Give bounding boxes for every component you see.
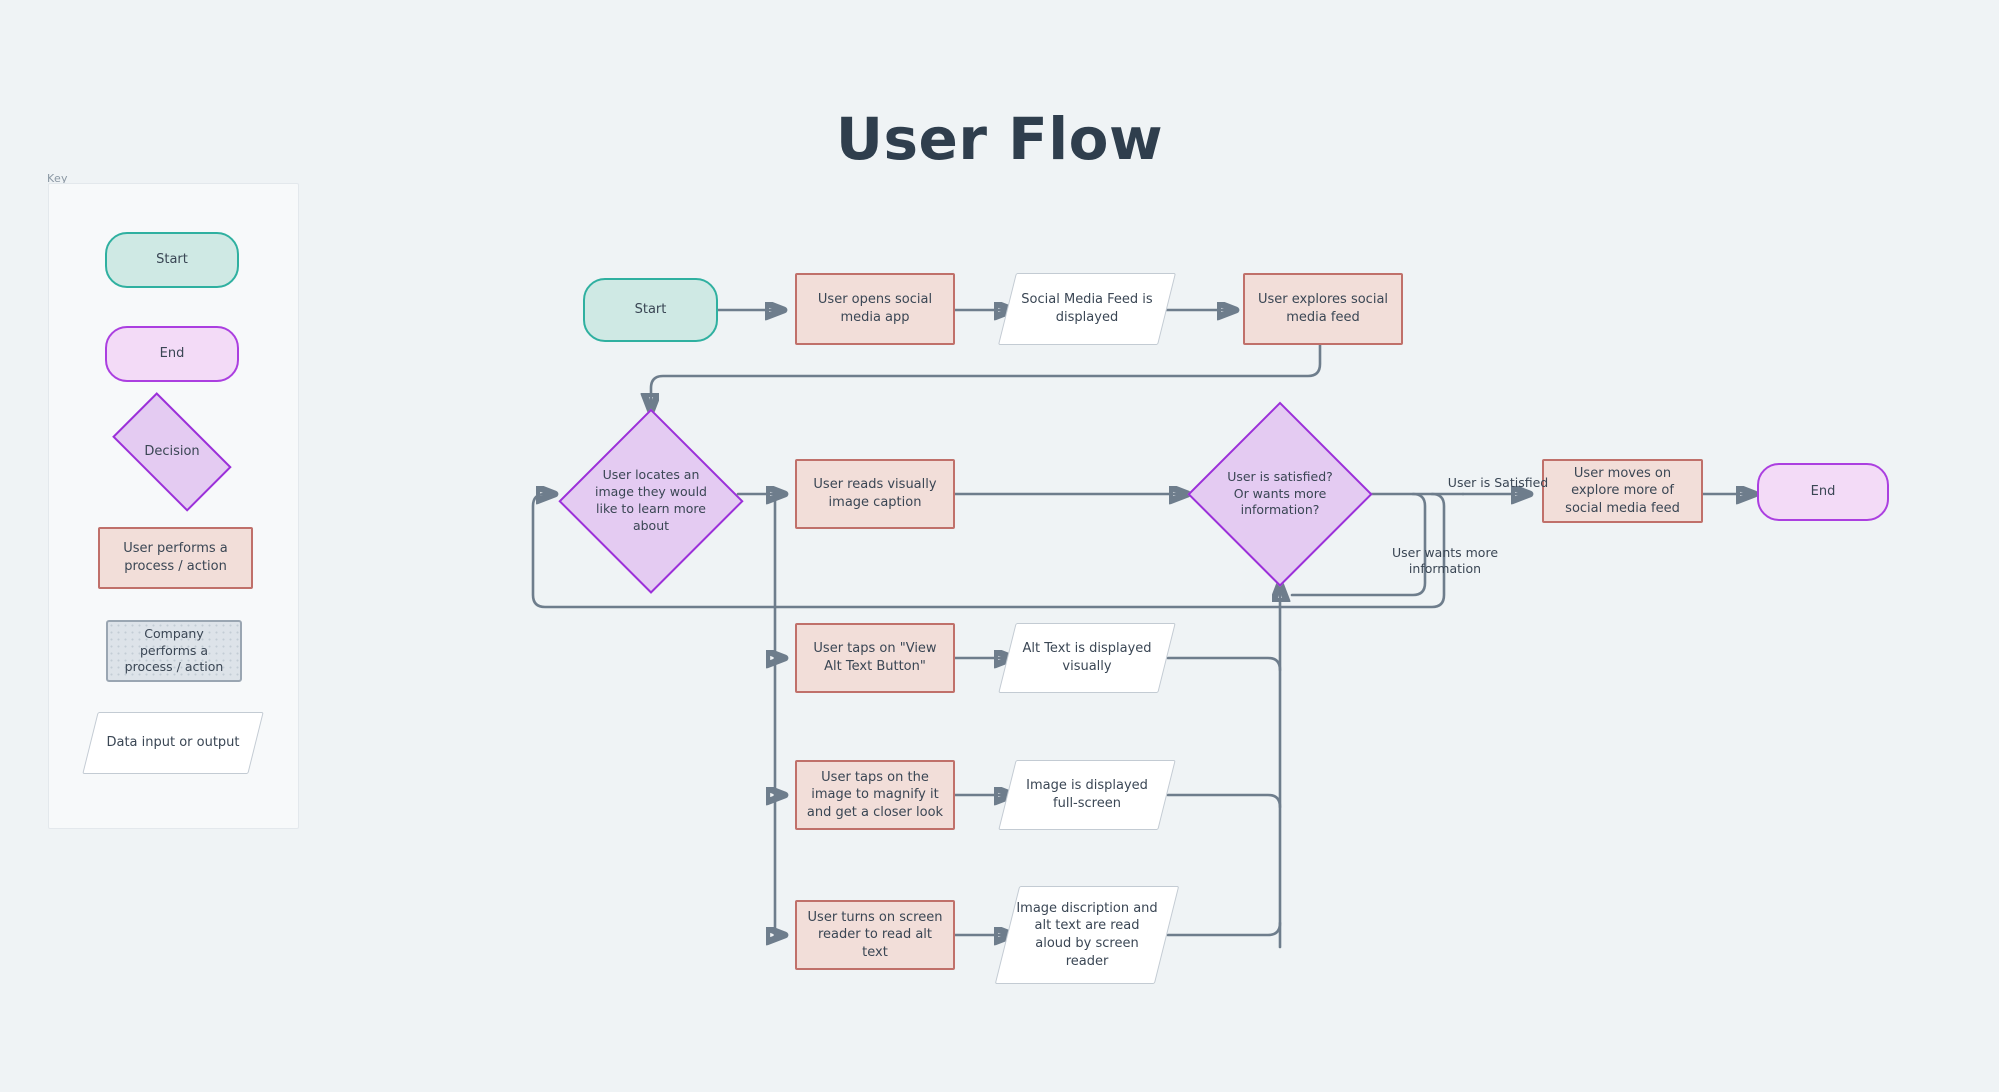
flow-node-read-aloud[interactable]: Image discription and alt text are read … (1007, 886, 1167, 984)
key-item-company-process-label: Company performs a process / action (124, 625, 224, 675)
flow-node-tap-magnify-label: User taps on the image to magnify it and… (806, 769, 944, 820)
flow-node-satisfied-label: User is satisfied? Or wants more informa… (1227, 468, 1333, 518)
key-item-start: Start (105, 232, 239, 288)
flow-node-tap-alt-text[interactable]: User taps on "View Alt Text Button" (795, 623, 955, 693)
flow-node-image-full[interactable]: Image is displayed full-screen (1007, 760, 1167, 830)
flow-node-open-app-label: User opens social media app (817, 292, 933, 325)
flow-node-locate-image-label: User locates an image they would like to… (595, 467, 707, 533)
flow-node-explore-feed[interactable]: User explores social media feed (1243, 273, 1403, 345)
key-item-end-label: End (159, 346, 185, 362)
edge-label-satisfied-yes-text: User is Satisfied (1447, 475, 1549, 490)
edge-label-satisfied-yes: User is Satisfied (1443, 475, 1553, 491)
flow-node-read-caption[interactable]: User reads visually image caption (795, 459, 955, 529)
key-item-data-io-label: Data input or output (106, 735, 240, 751)
key-item-end: End (105, 326, 239, 382)
flow-node-alt-shown-label: Alt Text is displayed visually (1022, 641, 1152, 674)
key-item-decision-label: Decision (144, 444, 200, 460)
flow-node-tap-magnify[interactable]: User taps on the image to magnify it and… (795, 760, 955, 830)
flow-node-start-label: Start (634, 302, 667, 318)
flow-node-feed-shown-label: Social Media Feed is displayed (1021, 292, 1153, 325)
flow-node-satisfied[interactable]: User is satisfied? Or wants more informa… (1192, 406, 1368, 582)
flow-node-start[interactable]: Start (583, 278, 718, 342)
key-item-data-io: Data input or output (90, 712, 256, 774)
key-item-user-process-label: User performs a process / action (123, 541, 228, 574)
flow-node-alt-shown[interactable]: Alt Text is displayed visually (1007, 623, 1167, 693)
flow-node-end-label: End (1810, 484, 1836, 500)
key-item-decision: Decision (101, 411, 243, 493)
key-item-start-label: Start (156, 252, 188, 268)
flow-node-feed-shown[interactable]: Social Media Feed is displayed (1007, 273, 1167, 345)
key-panel-label: Key (47, 172, 68, 185)
flow-node-end[interactable]: End (1757, 463, 1889, 521)
flow-node-locate-image[interactable]: User locates an image they would like to… (563, 413, 739, 589)
flow-node-image-full-label: Image is displayed full-screen (1026, 778, 1148, 811)
flow-node-read-caption-label: User reads visually image caption (813, 477, 937, 510)
flow-node-tap-alt-text-label: User taps on "View Alt Text Button" (813, 641, 937, 674)
flow-node-screen-reader[interactable]: User turns on screen reader to read alt … (795, 900, 955, 970)
flow-node-open-app[interactable]: User opens social media app (795, 273, 955, 345)
flow-node-move-on[interactable]: User moves on explore more of social med… (1542, 459, 1703, 523)
edge-label-satisfied-no: User wants more information (1355, 545, 1535, 578)
key-item-company-process: Company performs a process / action (106, 620, 242, 682)
edge-label-satisfied-no-text: User wants more information (1391, 545, 1499, 577)
flow-node-explore-feed-label: User explores social media feed (1257, 292, 1389, 325)
flow-node-read-aloud-label: Image discription and alt text are read … (1016, 900, 1158, 969)
flow-node-move-on-label: User moves on explore more of social med… (1565, 465, 1680, 516)
flow-node-screen-reader-label: User turns on screen reader to read alt … (807, 909, 943, 960)
key-item-user-process: User performs a process / action (98, 527, 253, 589)
page-title: User Flow (835, 105, 1164, 173)
